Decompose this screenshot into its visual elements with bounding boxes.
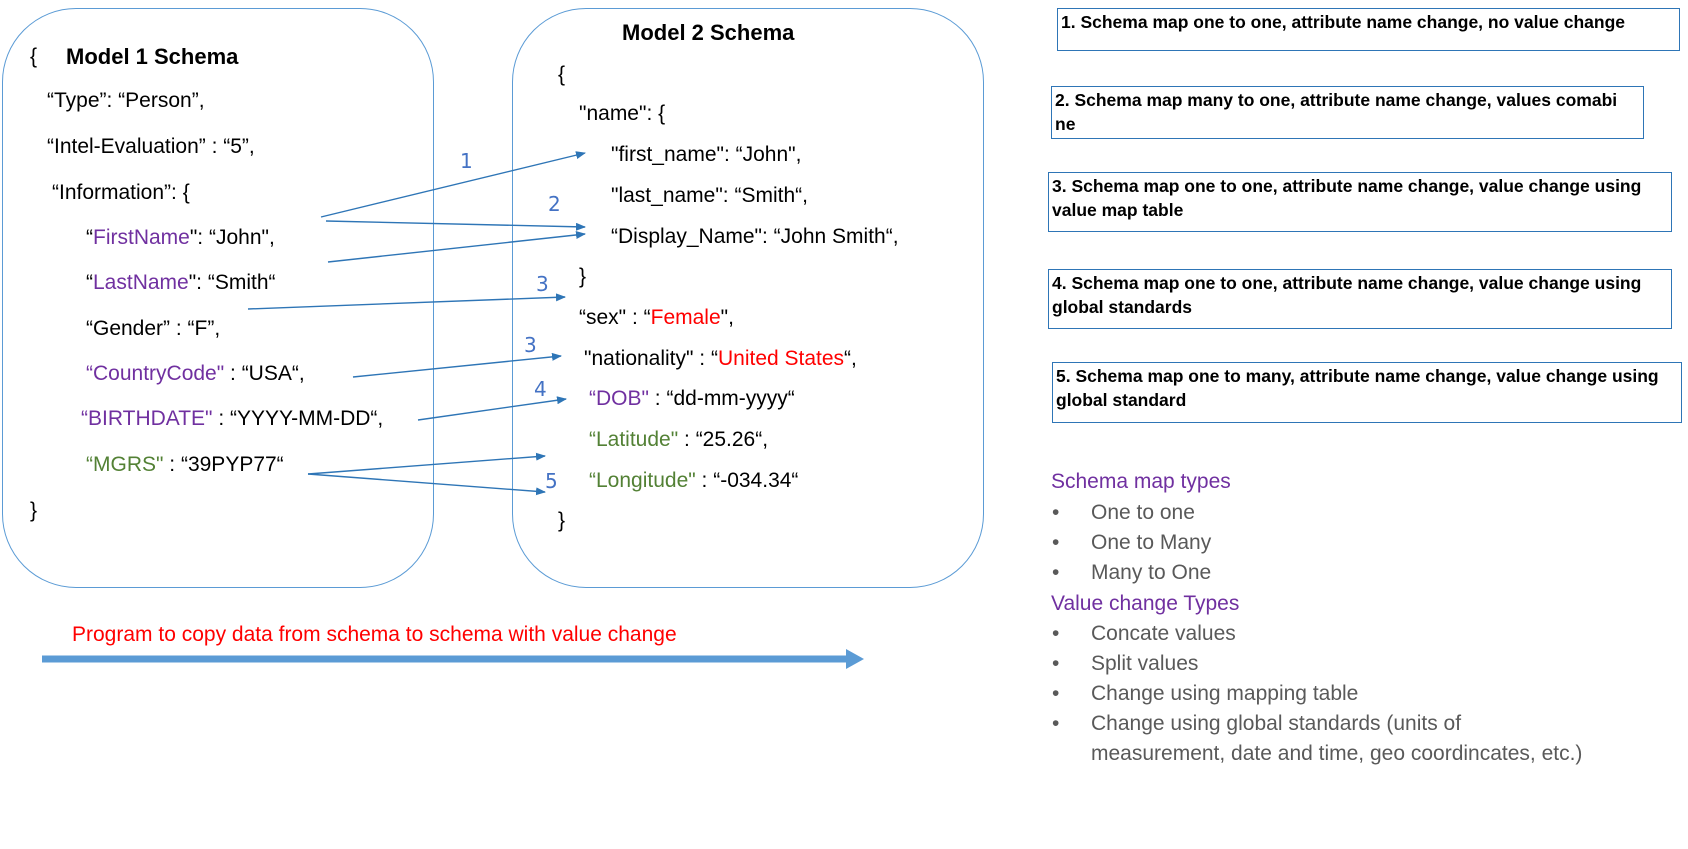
model2-latitude-line: “Latitude" : “25.26“, — [589, 428, 769, 451]
birthdate-key: “BIRTHDATE" — [81, 407, 213, 430]
nationality-value: United States — [717, 347, 845, 370]
model1-type-line: “Type”: “Person”, — [47, 89, 205, 112]
arrow-mgrs-to-longitude — [307, 473, 546, 496]
note-4: 4. Schema map one to one, attribute name… — [1048, 269, 1672, 329]
model2-title: Model 2 Schema — [622, 20, 795, 45]
model1-close-brace: } — [30, 499, 38, 522]
latitude-key: “Latitude" — [589, 428, 679, 451]
model1-title: Model 1 Schema — [66, 44, 239, 69]
arrow-label-5: 5 — [545, 469, 558, 493]
model2-sex-line: “sex" : “Female", — [579, 306, 734, 329]
model2-longitude-line: “Longitude" : “-034.34“ — [589, 469, 799, 492]
model2-nationality-line: "nationality" : “United States“, — [584, 347, 857, 370]
model1-mgrs-line: “MGRS" : “39PYP77“ — [86, 453, 284, 476]
model1-information-line: “Information”: { — [52, 181, 190, 204]
model2-open-brace: { — [558, 63, 566, 86]
model1-gender-line: “Gender” : “F”, — [86, 317, 221, 340]
arrow-label-2: 2 — [548, 192, 561, 216]
model1-lastname-line: “LastName": “Smith“ — [86, 271, 276, 294]
arrow-firstname-to-display-name — [325, 220, 586, 231]
program-label: Program to copy data from schema to sche… — [72, 623, 677, 646]
model2-schema-box — [512, 8, 984, 588]
note-2: 2. Schema map many to one, attribute nam… — [1051, 86, 1644, 139]
model1-intel-line: “Intel-Evaluation” : “5”, — [47, 135, 255, 158]
arrow-label-3b: 3 — [524, 333, 537, 357]
mgrs-key: “MGRS" — [86, 453, 164, 476]
model2-inner-close: } — [579, 265, 587, 288]
arrow-gender-to-sex — [247, 293, 566, 310]
model1-schema-box — [2, 8, 434, 588]
model2-name-line: "name": { — [579, 102, 666, 125]
arrow-firstname-to-first-name — [320, 151, 586, 218]
program-arrow-head — [846, 649, 864, 669]
model1-countrycode-line: “CountryCode" : “USA“, — [86, 362, 305, 385]
lastname-key: LastName — [93, 271, 189, 294]
arrow-birthdate-to-dob — [417, 396, 567, 421]
arrow-mgrs-to-latitude — [307, 452, 546, 475]
model2-close-brace: } — [558, 509, 566, 532]
model1-birthdate-line: “BIRTHDATE" : “YYYY-MM-DD“, — [81, 407, 384, 430]
model2-first-name-line: "first_name": “John", — [611, 143, 802, 166]
note-1: 1. Schema map one to one, attribute name… — [1057, 8, 1680, 51]
map-types-title: Schema map types — [1051, 470, 1231, 493]
note-5: 5. Schema map one to many, attribute nam… — [1052, 362, 1682, 423]
longitude-key: “Longitude" — [589, 469, 696, 492]
value-types-title: Value change Types — [1051, 592, 1240, 615]
arrow-lastname-to-display-name — [327, 230, 586, 263]
sex-value: Female — [650, 306, 721, 329]
arrow-label-1: 1 — [460, 149, 473, 173]
model1-open-brace: { — [30, 45, 38, 68]
dob-key: “DOB" — [589, 387, 649, 410]
firstname-key: FirstName — [93, 226, 190, 249]
model2-last-name-line: "last_name": “Smith“, — [611, 184, 808, 207]
model2-dob-line: “DOB" : “dd-mm-yyyy“ — [589, 387, 795, 410]
arrow-countrycode-to-nationality — [352, 352, 562, 378]
note-3: 3. Schema map one to one, attribute name… — [1048, 172, 1672, 232]
model2-display-name-line: “Display_Name": “John Smith“, — [611, 225, 899, 248]
countrycode-key: “CountryCode" — [86, 362, 225, 385]
arrow-label-4: 4 — [534, 377, 547, 401]
model1-firstname-line: “FirstName": “John", — [86, 226, 275, 249]
arrow-label-3a: 3 — [536, 272, 549, 296]
